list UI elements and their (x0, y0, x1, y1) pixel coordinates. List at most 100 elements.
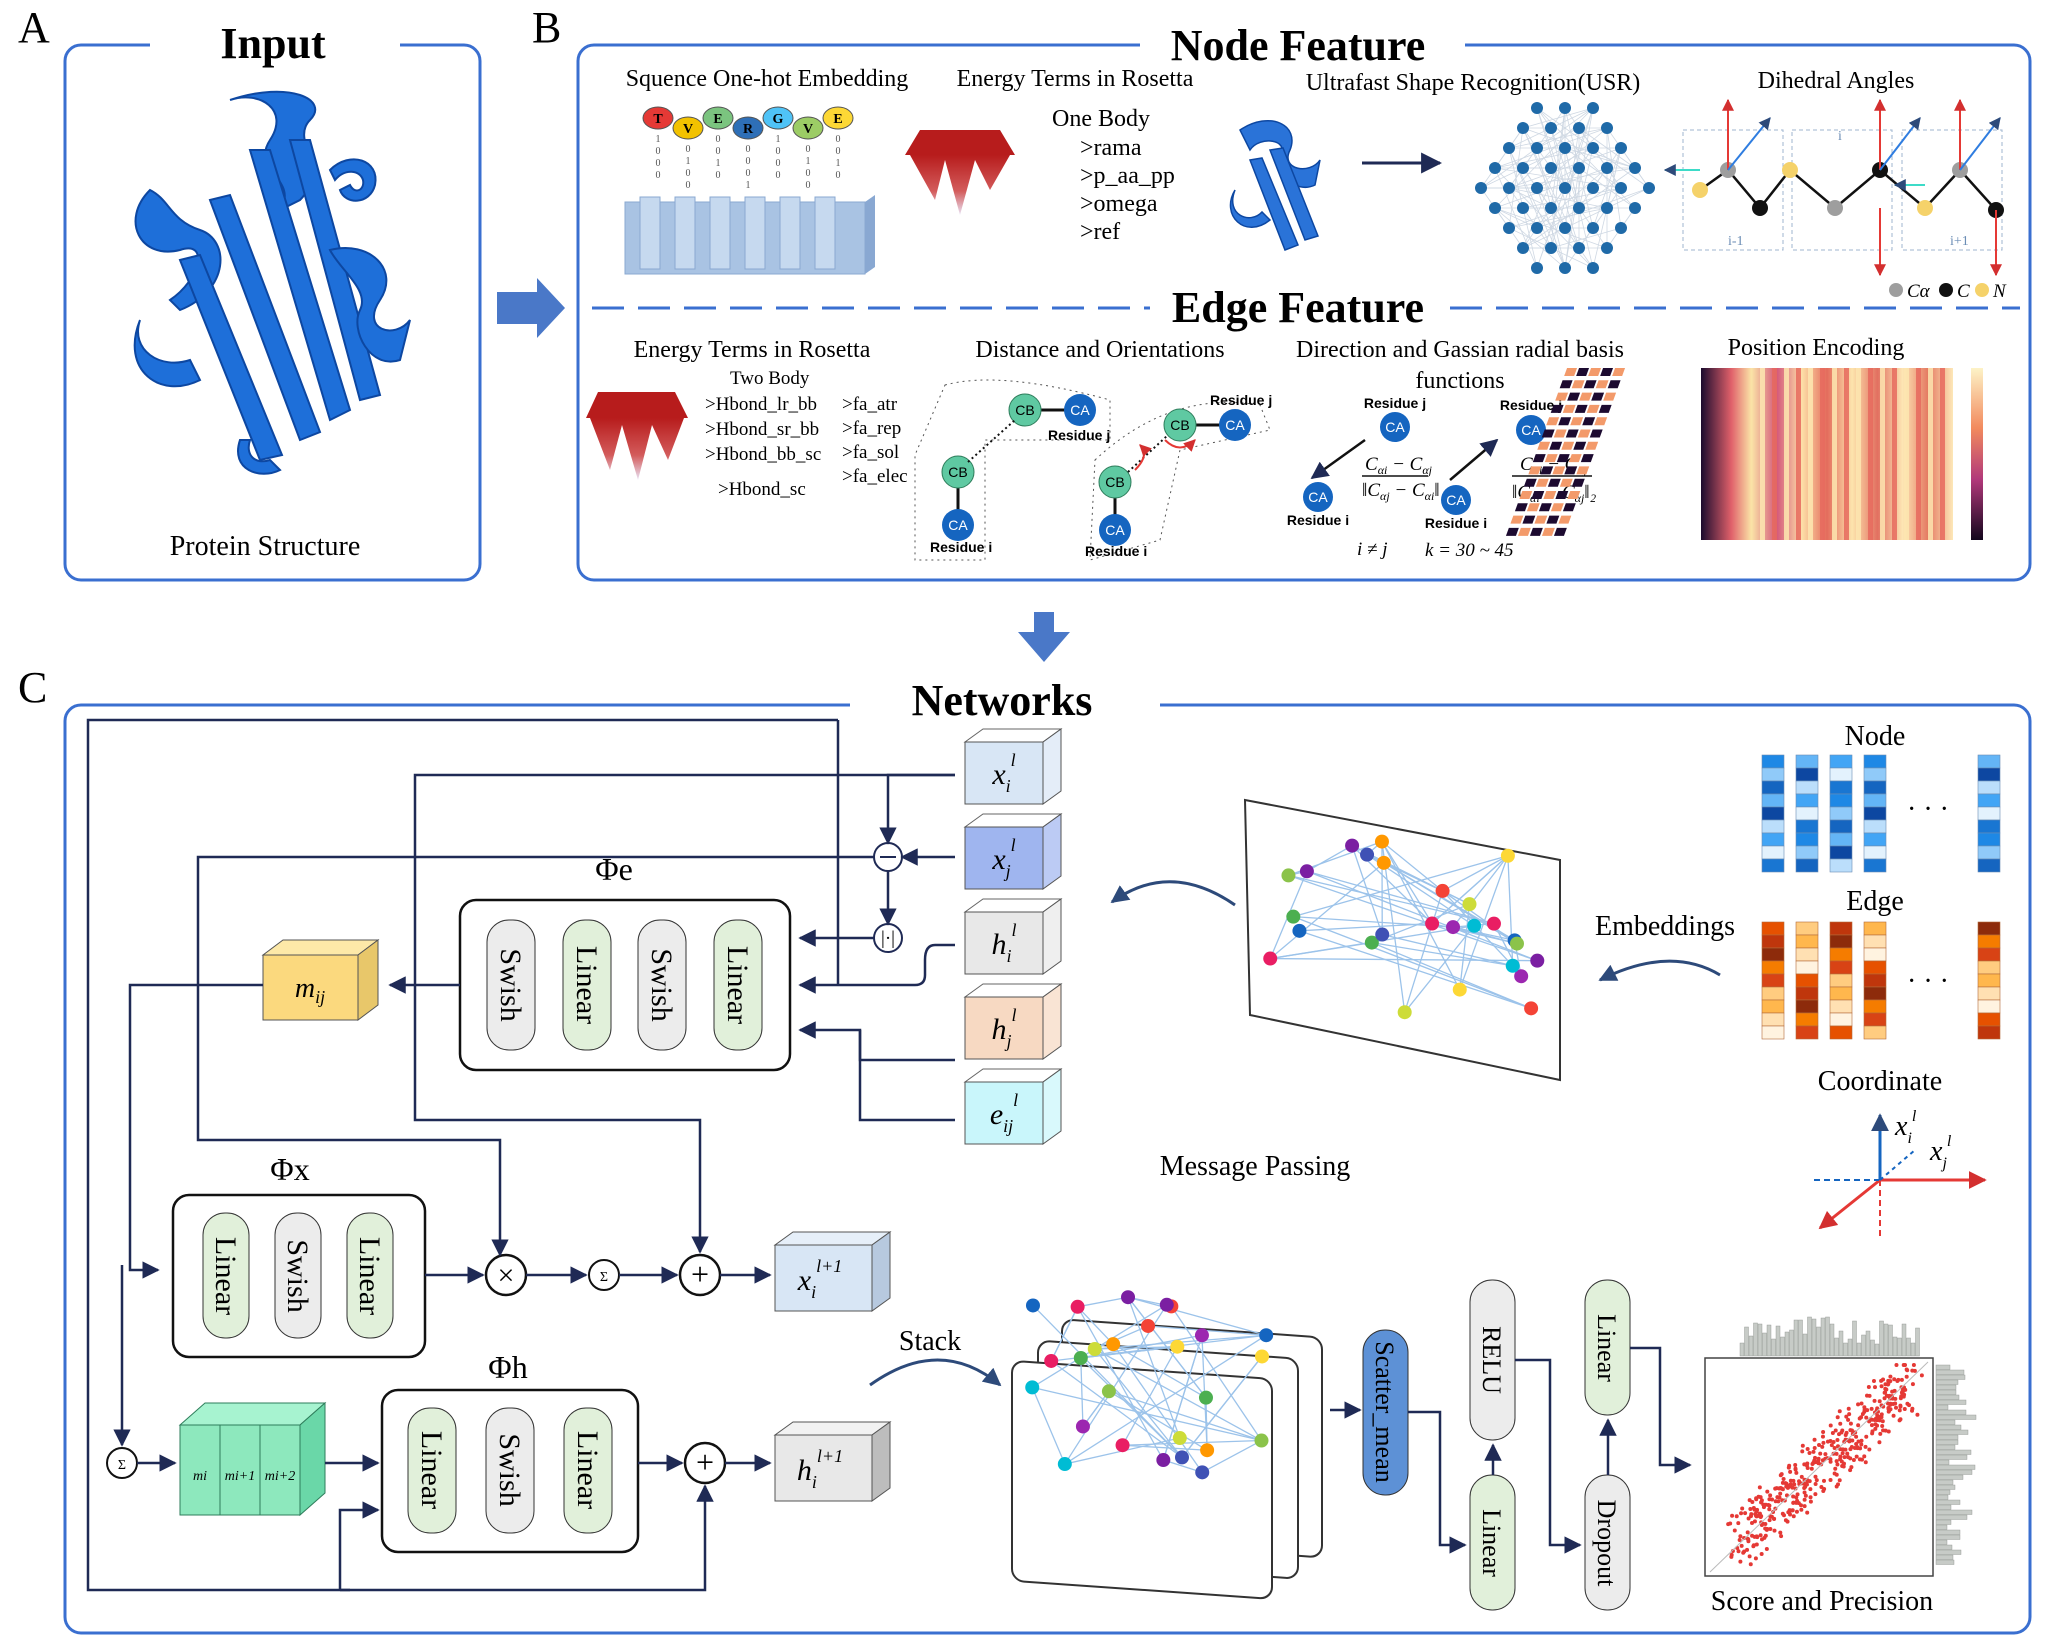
graph-node (1025, 1298, 1040, 1313)
scatter-point (1897, 1408, 1902, 1413)
onehot-digit: 0 (806, 168, 811, 179)
hist-top-bar (1744, 1326, 1749, 1357)
scatter-point (1760, 1521, 1765, 1526)
direction-label-2: functions (1415, 368, 1504, 394)
scatter-point (1846, 1406, 1851, 1411)
hist-top-bar (1766, 1324, 1772, 1357)
hist-right-bar (1935, 1424, 1962, 1430)
usr-node (1629, 162, 1641, 174)
scatter-diagonal (1709, 1361, 1929, 1573)
scatter-point (1742, 1549, 1747, 1554)
scatter-point (1767, 1518, 1772, 1523)
usr-node (1601, 202, 1613, 214)
hist-right-bar (1935, 1419, 1956, 1425)
pe-wave (1555, 491, 1569, 499)
graph-node (1281, 868, 1296, 883)
pe-wave (1586, 404, 1600, 413)
usr-node (1503, 142, 1515, 154)
scatter-point (1813, 1482, 1818, 1487)
output-x-cube: xil+1 (773, 1231, 892, 1312)
usr-node (1587, 222, 1599, 234)
scatter-point (1898, 1417, 1903, 1422)
scatter-point (1905, 1401, 1910, 1406)
graph-edge (1270, 957, 1538, 962)
usr-edge (1564, 147, 1622, 189)
input-cube-x_j: xjl (963, 813, 1063, 890)
hist-right-bar (1935, 1474, 1964, 1480)
graph-edge (1122, 1439, 1262, 1446)
add-symbol-x: + (691, 1256, 709, 1292)
energy-two-body-term-left: >Hbond_sc (718, 479, 806, 500)
position-encoding-heatmap (1505, 368, 1983, 540)
pe-stripe (1928, 368, 1933, 540)
scatter-point (1802, 1504, 1807, 1509)
usr-node (1573, 162, 1585, 174)
usr-edge (1536, 187, 1566, 269)
energy-landscape-1 (905, 130, 1015, 215)
graph-node (1106, 1337, 1121, 1352)
pe-wave (1567, 392, 1581, 401)
node-embed-cell (1761, 858, 1785, 873)
dir-ca-i1: CA (1308, 489, 1328, 505)
onehot-digit: 0 (716, 134, 721, 145)
scatter-point (1893, 1396, 1898, 1401)
pe-wave (1585, 441, 1599, 450)
node-embed-cell (1863, 806, 1887, 821)
graph-node (1446, 920, 1461, 935)
dir-residue-j2: Residue j (1500, 397, 1562, 413)
graph-edge (1181, 1356, 1263, 1458)
onehot-digit: 1 (836, 158, 841, 169)
dropout-layer: Dropout (1592, 1500, 1621, 1587)
scatter-point (1752, 1519, 1757, 1524)
pe-wave (1579, 392, 1593, 401)
pe-stripe (1880, 368, 1885, 540)
scatter-point (1778, 1530, 1783, 1535)
phi-e-swish-2: Swish (645, 948, 678, 1021)
pe-wave (1559, 380, 1573, 389)
node-embed-cell (1977, 832, 2001, 847)
graph-edge (1162, 1335, 1203, 1461)
pe-wave (1528, 466, 1542, 475)
scatter-point (1783, 1518, 1788, 1523)
scatter-point (1879, 1412, 1884, 1417)
scatter-point (1791, 1514, 1796, 1519)
usr-node (1587, 142, 1599, 154)
onehot-bead (702, 106, 734, 130)
pe-stripe (1904, 368, 1909, 540)
energy-two-body-term-right: >fa_sol (842, 442, 899, 463)
dist-cb-j: CB (1015, 402, 1034, 418)
pe-wave (1553, 527, 1567, 536)
graph-node (1200, 1443, 1215, 1458)
svg-text:hil: hil (991, 920, 1016, 966)
onehot-letter: V (803, 122, 813, 137)
hist-right-bar (1935, 1409, 1967, 1415)
scatter-point (1805, 1478, 1810, 1483)
node-embed-cell (1761, 767, 1785, 782)
pe-wave (1573, 441, 1587, 450)
pe-stripe (1820, 368, 1825, 540)
edge-embed-cell (1863, 934, 1887, 949)
node-embeddings (1761, 754, 2001, 873)
pe-wave (1510, 515, 1524, 524)
scatter-point (1802, 1497, 1807, 1502)
energy-two-body-terms-left: >Hbond_lr_bb>Hbond_sr_bb>Hbond_bb_sc>Hbo… (705, 394, 821, 500)
graph-edge (1080, 1357, 1084, 1427)
scatter-point (1772, 1528, 1777, 1533)
scatter-point (1837, 1409, 1842, 1414)
svg-text:Cαi − Cαj: Cαi − Cαj (1365, 454, 1433, 477)
edge-embed-cell (1829, 973, 1853, 988)
scatter-point (1832, 1446, 1837, 1451)
graph-edge (1381, 841, 1443, 892)
scatter-point (1859, 1442, 1864, 1447)
graph-node (1170, 1339, 1185, 1354)
pe-wave (1546, 515, 1560, 524)
edge-embed-cell (1795, 947, 1819, 962)
node-embed-cell (1863, 780, 1887, 795)
usr-node (1545, 122, 1557, 134)
scatter-point (1788, 1512, 1793, 1517)
node-embed-cell (1795, 806, 1819, 821)
hist-top-bar (1915, 1327, 1920, 1357)
coordinate-label: Coordinate (1818, 1066, 1942, 1097)
